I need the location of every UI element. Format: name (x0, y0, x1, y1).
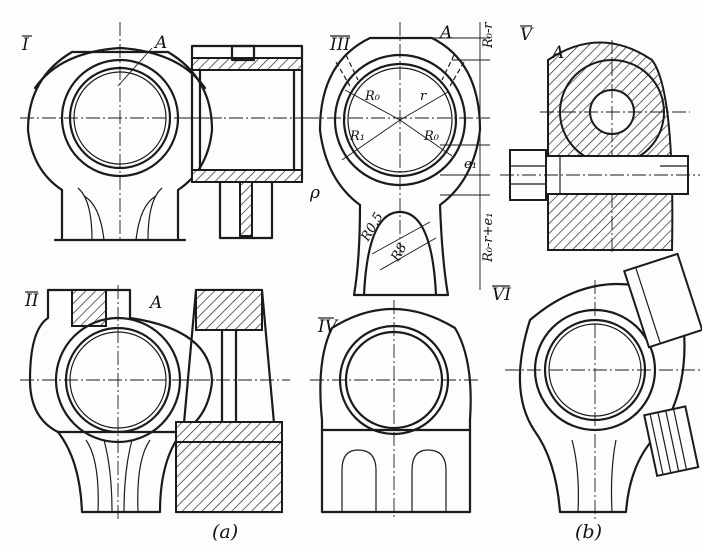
panel-iii-dimensioned-view (305, 22, 490, 297)
panel-v-label: V (520, 25, 534, 45)
caption-a: (a) (212, 521, 238, 543)
panel-ii-label: II (24, 291, 39, 311)
dim-r05: R0.5 (358, 210, 387, 245)
panel-iv-front-view (310, 300, 480, 520)
panel-i-surface-label: A (153, 33, 167, 53)
panel-i-front-view (20, 22, 222, 242)
dim-r: r (420, 89, 427, 104)
panel-i-section-view (185, 44, 310, 240)
caption-b: (b) (575, 521, 602, 543)
panel-i-label: I (21, 35, 29, 55)
dim-r0-lower: R₀ (423, 129, 440, 144)
panel-vi-assembly-view (505, 252, 702, 520)
dim-rho: ρ (309, 183, 320, 203)
panel-vi-label: VI (492, 285, 511, 305)
dim-r0: R₀ (364, 89, 381, 104)
dim-r8: R8 (388, 241, 411, 265)
leader-line (117, 47, 153, 87)
panel-v-assembly-section (500, 40, 700, 255)
dim-top-offset: R₀-r (481, 22, 496, 49)
panel-iii-label: III (329, 35, 350, 55)
panel-ii-front-view (20, 285, 225, 520)
panel-ii-surface-label: A (148, 293, 162, 313)
dim-side-offset: R₀-r+e₁ (481, 213, 496, 263)
panel-ii-section-view (172, 288, 290, 514)
dim-r1: R₁ (349, 129, 365, 144)
dim-e1: e₁ (464, 157, 477, 172)
panel-iii-surface-label: A (438, 23, 452, 43)
panel-v-surface-label: A (550, 43, 564, 63)
panel-iv-label: IV (317, 317, 339, 337)
